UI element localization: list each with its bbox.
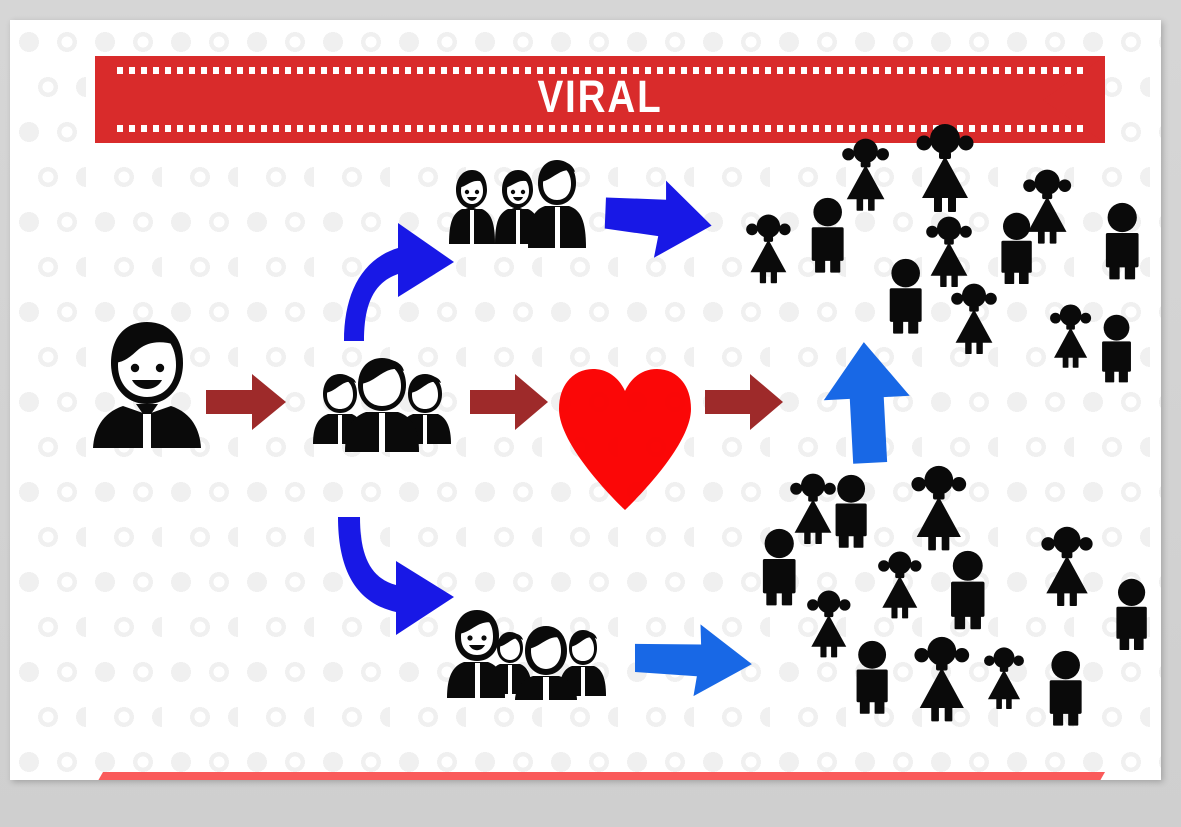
heart-like-icon — [555, 365, 695, 510]
ribbon-dash-top — [117, 67, 1083, 74]
crowd-bottom-boy-figure — [1043, 650, 1088, 726]
crowd-top-boy-figure — [883, 258, 928, 334]
crowd-bottom-right — [10, 20, 1161, 780]
crowd-top-boy-figure — [805, 197, 850, 273]
crowd-top-girl-figure — [1022, 168, 1072, 244]
slide-canvas: VIRAL — [10, 20, 1161, 780]
blue-curved-arrow-down-right — [328, 515, 460, 640]
crowd-bottom-girl-figure — [913, 635, 971, 722]
crowd-top-girl-figure — [915, 122, 975, 212]
crowd-bottom-girl-figure — [806, 589, 852, 658]
dark-red-arrow-right-2 — [470, 372, 548, 432]
blue-curved-arrow-up-right — [330, 215, 460, 345]
crowd-top-girl-figure — [1049, 303, 1092, 368]
crowd-bottom-boy-figure — [850, 640, 894, 714]
crowd-bottom-boy-figure — [944, 550, 992, 630]
group-of-four-bottom — [447, 608, 607, 700]
group-of-three-center — [310, 352, 455, 452]
crowd-bottom-girl-figure — [983, 646, 1025, 709]
crowd-bottom-girl-figure — [910, 464, 968, 551]
crowd-top-girl-figure — [745, 213, 792, 284]
crowd-top-girl-figure — [925, 215, 973, 287]
single-person-avatar — [90, 318, 205, 448]
title-ribbon-banner: VIRAL — [95, 56, 1105, 143]
crowd-bottom-girl-figure — [1040, 525, 1094, 606]
dark-red-arrow-right-3 — [705, 372, 783, 432]
crowd-top-boy-figure — [1096, 314, 1137, 383]
crowd-top-girl-figure — [841, 137, 890, 211]
crowd-bottom-girl-figure — [789, 472, 837, 544]
crowd-bottom-boy-figure — [1110, 578, 1153, 650]
crowd-top-right — [10, 20, 1161, 780]
crowd-top-boy-figure — [1099, 202, 1145, 280]
crowd-bottom-girl-figure — [877, 550, 923, 619]
crowd-bottom-boy-figure — [829, 474, 873, 548]
dark-red-arrow-right-1 — [206, 372, 286, 432]
blue-arrow-right-bottom — [629, 618, 756, 702]
blue-arrow-right-top — [598, 172, 718, 265]
crowd-bottom-boy-figure — [756, 528, 802, 606]
ribbon-dash-bottom — [117, 125, 1083, 132]
group-of-three-top — [442, 156, 586, 248]
crowd-top-girl-figure — [950, 282, 998, 354]
blue-arrow-up — [819, 338, 915, 468]
bottom-accent-line — [95, 772, 1105, 780]
crowd-top-boy-figure — [995, 212, 1038, 284]
page-title: VIRAL — [537, 70, 663, 122]
